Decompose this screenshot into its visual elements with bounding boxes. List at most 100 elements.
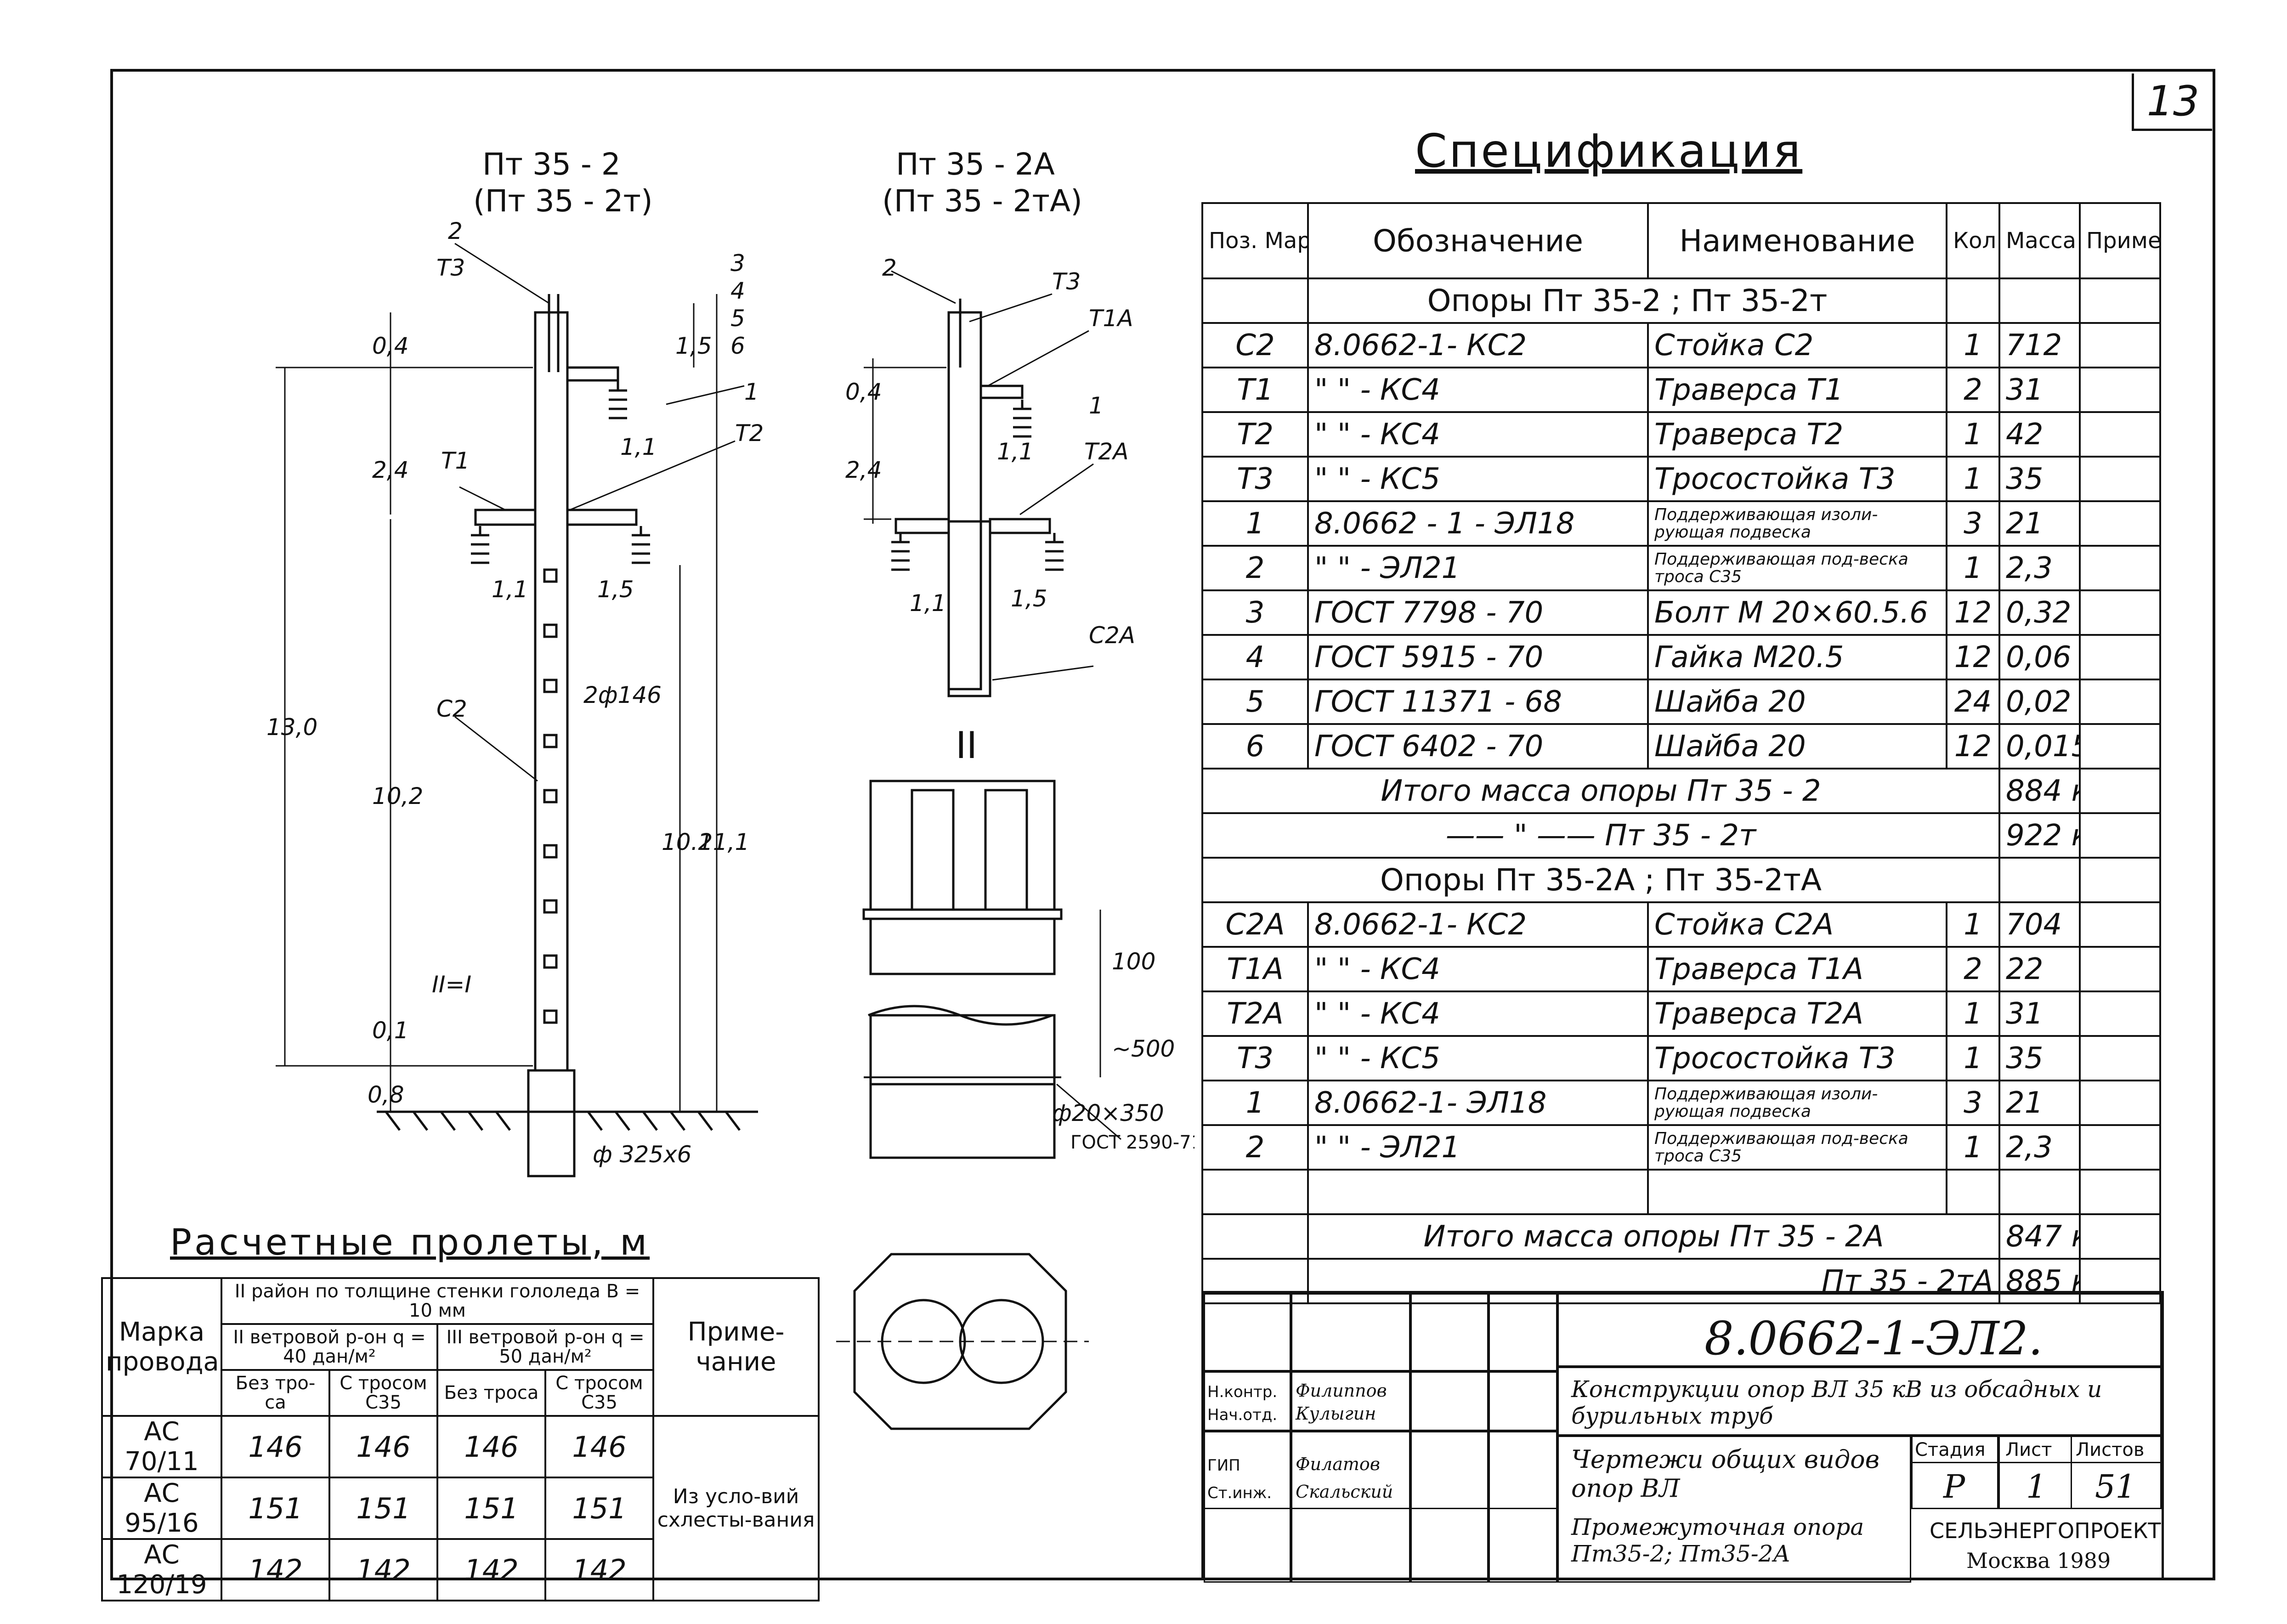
svg-text:10.2: 10.2: [662, 829, 713, 855]
mid-title: Пт 35 - 2А: [896, 147, 1055, 182]
svg-text:1: 1: [744, 379, 759, 405]
svg-text:~500: ~500: [1112, 1036, 1175, 1062]
stamp-desc-3: Промежуточная опора Пт35-2; Пт35-2А: [1571, 1514, 1864, 1567]
spec-title: Спецификация: [1415, 124, 1803, 178]
svg-text:Т1А: Т1А: [1089, 305, 1133, 332]
svg-text:2: 2: [448, 218, 463, 244]
insulator-top: [609, 381, 627, 419]
svg-text:0,4: 0,4: [372, 333, 409, 359]
svg-text:1,1: 1,1: [620, 434, 657, 460]
drawing-frame: [110, 69, 2215, 1580]
svg-text:1,1: 1,1: [492, 576, 528, 603]
drawing-area: Пт 35 - 2 (Пт 35 - 2т) Пт 35 - 2А (Пт 35…: [266, 147, 1194, 1430]
spec-group-2: Опоры Пт 35-2А ; Пт 35-2тА: [1201, 857, 2000, 903]
svg-text:10,2: 10,2: [372, 783, 423, 809]
stamp-stage: Р: [1943, 1468, 1965, 1505]
stamp-org: СЕЛЬЭНЕРГОПРОЕКТ: [1930, 1518, 2161, 1543]
svg-text:С2: С2: [436, 696, 467, 722]
left-title: Пт 35 - 2: [482, 147, 621, 182]
svg-text:2: 2: [882, 255, 897, 281]
arm-t2a: [989, 518, 1051, 534]
pole-c2a: [947, 311, 982, 690]
arm-t2: [566, 509, 638, 526]
spans-h-region: II район по толщине стенки гололеда В = …: [221, 1277, 654, 1325]
spec-table: Поз. Марка Обозначение Наименование Кол …: [1201, 202, 2161, 1304]
svg-text:1,5: 1,5: [1011, 585, 1047, 612]
spec-total-1a: Итого масса опоры Пт 35 - 2: [1201, 768, 2000, 814]
section-label: II: [956, 724, 977, 767]
drawing-code: 8.0662-1-ЭЛ2.: [1704, 1312, 2043, 1365]
sheet-number: 13: [2132, 74, 2212, 131]
svg-text:2,4: 2,4: [372, 457, 409, 483]
spec-total-1b: —— " —— Пт 35 - 2т: [1201, 812, 2000, 859]
stamp-sheet: 1: [2026, 1468, 2047, 1505]
arm-top: [566, 366, 619, 382]
svg-text:2,4: 2,4: [845, 457, 882, 483]
svg-text:II=I: II=I: [432, 971, 471, 998]
spec-total-2a: Итого масса опоры Пт 35 - 2А: [1307, 1213, 2000, 1260]
stamp-city: Москва 1989: [1966, 1548, 2111, 1573]
stamp-sheets: 51: [2095, 1468, 2136, 1505]
svg-text:0,4: 0,4: [845, 379, 882, 405]
stamp-desc-2: Чертежи общих видов опор ВЛ: [1571, 1445, 1880, 1503]
svg-text:1,1: 1,1: [997, 438, 1034, 465]
spec-header: Поз. Марка Обозначение Наименование Кол …: [1201, 202, 2161, 279]
svg-text:1,5: 1,5: [675, 333, 712, 359]
svg-text:0,8: 0,8: [368, 1081, 404, 1108]
stamp-desc-1: Конструкции опор ВЛ 35 кВ из обсадных и …: [1571, 1376, 2102, 1429]
svg-text:Т2: Т2: [735, 420, 764, 447]
svg-text:ГОСТ 2590-71: ГОСТ 2590-71: [1070, 1132, 1194, 1153]
pole-base: [527, 1069, 576, 1177]
mid-subtitle: (Пт 35 - 2тА): [882, 183, 1082, 219]
spec-group-1: Опоры Пт 35-2 ; Пт 35-2т: [1307, 277, 1947, 324]
svg-text:2ф146: 2ф146: [583, 682, 662, 708]
svg-text:3: 3: [730, 250, 745, 277]
svg-text:5: 5: [730, 305, 745, 332]
left-subtitle: (Пт 35 - 2т): [473, 183, 653, 219]
arm-top-a: [979, 385, 1024, 399]
svg-text:0,1: 0,1: [372, 1017, 409, 1044]
spans-note: Из усло-вий схлесты-вания: [652, 1415, 820, 1601]
arm-t1a: [894, 518, 950, 534]
svg-text:11,1: 11,1: [698, 829, 749, 855]
svg-text:1: 1: [1089, 392, 1104, 419]
title-block: 8.0662-1-ЭЛ2. Конструкции опор ВЛ 35 кВ …: [1201, 1291, 2164, 1583]
svg-text:Т1: Т1: [441, 447, 470, 474]
svg-text:ф 325х6: ф 325х6: [593, 1141, 691, 1168]
spans-table: Марка провода II район по толщине стенки…: [101, 1277, 820, 1601]
svg-text:1,1: 1,1: [910, 590, 946, 617]
svg-text:ф20×350: ф20×350: [1052, 1100, 1164, 1126]
spec-total-2b: Пт 35 - 2тА: [1307, 1258, 2000, 1304]
svg-text:100: 100: [1112, 948, 1155, 975]
insulator-right: [632, 526, 650, 564]
section-octagon: [853, 1253, 1067, 1430]
svg-text:Т2А: Т2А: [1084, 438, 1129, 465]
svg-text:Т3: Т3: [1052, 268, 1081, 295]
svg-text:4: 4: [730, 277, 745, 304]
spans-title: Расчетные пролеты, м: [170, 1222, 650, 1263]
spans-h-note: Приме-чание: [652, 1277, 820, 1417]
svg-text:6: 6: [730, 333, 745, 359]
svg-text:1,5: 1,5: [597, 576, 634, 603]
svg-text:13,0: 13,0: [266, 714, 317, 741]
arm-t1: [474, 509, 537, 526]
svg-text:С2А: С2А: [1089, 622, 1135, 649]
